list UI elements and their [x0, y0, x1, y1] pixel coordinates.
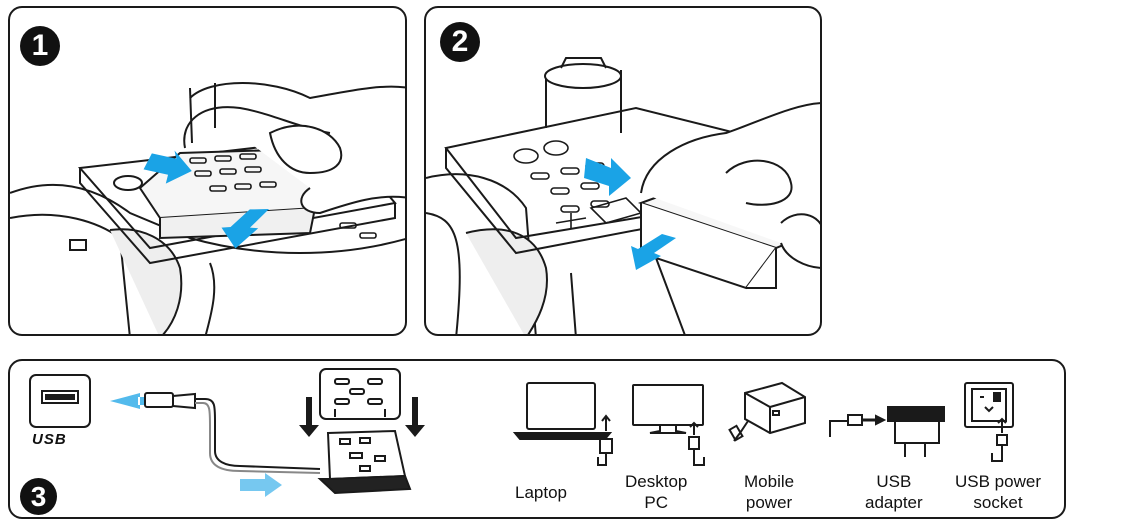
step-3-badge: 3: [20, 478, 57, 515]
laptop-label: Laptop: [515, 483, 567, 502]
usb-adapter-icon: [829, 406, 945, 457]
mobile-power-label: Mobile power: [744, 472, 795, 512]
mobile-power-icon: [728, 381, 806, 442]
usb-power-socket-label: USB power socket: [955, 472, 1041, 512]
push-arrows: [143, 150, 270, 249]
usb-port-icon: [29, 374, 91, 428]
slide-battery-illustration: [426, 57, 820, 334]
step-3-panel: 3: [8, 359, 1066, 519]
usb-adapter-label: USB adapter: [865, 472, 923, 512]
step-2-badge: 2: [440, 22, 480, 62]
step-1-panel: 1: [8, 6, 407, 336]
insert-battery-illustration: [10, 82, 405, 334]
push-arrows: [584, 158, 676, 270]
laptop-icon: [512, 382, 613, 466]
step-1-badge: 1: [20, 26, 60, 66]
step-2-panel: 2: [424, 6, 822, 336]
charging-illustration: [29, 368, 1014, 497]
desktop-pc-label: Desktop PC: [625, 472, 688, 512]
desktop-pc-icon: [632, 384, 705, 466]
battery-icon: [319, 368, 401, 420]
charge-direction-arrow: [240, 473, 282, 497]
charger-icon: [317, 429, 412, 495]
usb-power-socket-icon: [964, 382, 1014, 462]
down-arrows: [299, 397, 425, 437]
usb-logo: USB: [32, 431, 67, 448]
